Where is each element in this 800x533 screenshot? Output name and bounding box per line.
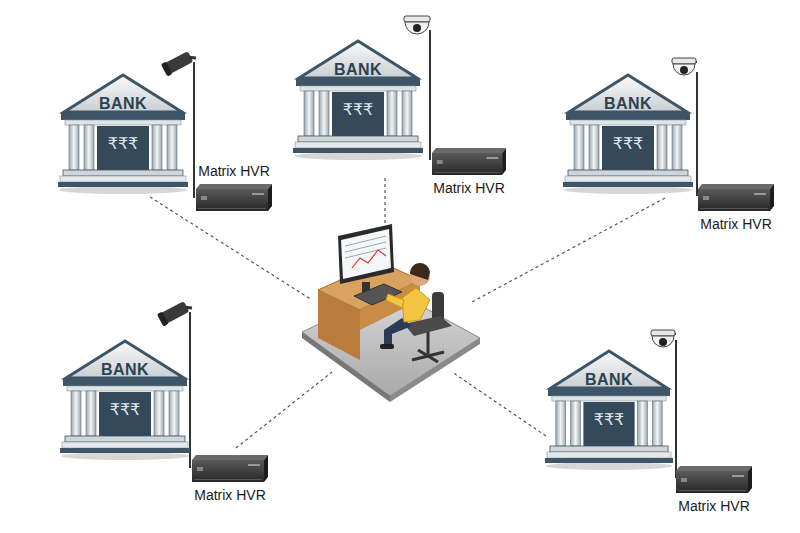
- hvr-device: [676, 466, 752, 493]
- hvr-device: [432, 148, 506, 175]
- bank-branch: BANK ₹₹₹: [60, 338, 190, 460]
- bank-building: [60, 338, 190, 460]
- network-link: [150, 178, 665, 448]
- dome-camera: [404, 16, 697, 347]
- hvr-recorder: Matrix HVR: [196, 184, 272, 211]
- currency-symbols: ₹₹₹: [343, 101, 374, 119]
- hvr-device: [196, 184, 272, 211]
- bank-branch: BANK ₹₹₹: [293, 38, 423, 160]
- hvr-device: [698, 184, 774, 211]
- bank-sign: BANK: [101, 361, 149, 379]
- currency-symbols: ₹₹₹: [613, 135, 644, 153]
- hvr-device: [192, 455, 268, 482]
- bank-sign: BANK: [334, 61, 382, 79]
- device-label: Matrix HVR: [433, 180, 505, 196]
- device-label: Matrix HVR: [678, 498, 750, 514]
- bank-building: [293, 38, 423, 160]
- camera-pole: [190, 30, 697, 478]
- hvr-recorder: Matrix HVR: [698, 184, 774, 211]
- currency-symbols: ₹₹₹: [110, 401, 141, 419]
- bank-building: [545, 348, 673, 470]
- bank-building: [58, 72, 188, 194]
- currency-symbols: ₹₹₹: [108, 135, 139, 153]
- bank-sign: BANK: [99, 95, 147, 113]
- device-label: Matrix HVR: [194, 487, 266, 503]
- currency-symbols: ₹₹₹: [594, 411, 625, 429]
- hvr-recorder: Matrix HVR: [432, 148, 506, 175]
- bank-branch: BANK ₹₹₹: [58, 72, 188, 194]
- bank-branch: BANK ₹₹₹: [563, 72, 693, 194]
- bank-building: [563, 72, 693, 194]
- bank-sign: BANK: [604, 95, 652, 113]
- hvr-recorder: Matrix HVR: [192, 455, 268, 482]
- monitoring-operator: [302, 224, 480, 402]
- bank-branch: BANK ₹₹₹: [545, 348, 673, 470]
- hvr-recorder: Matrix HVR: [676, 466, 752, 493]
- device-label: Matrix HVR: [198, 163, 270, 179]
- bank-sign: BANK: [585, 371, 633, 389]
- device-label: Matrix HVR: [700, 216, 772, 232]
